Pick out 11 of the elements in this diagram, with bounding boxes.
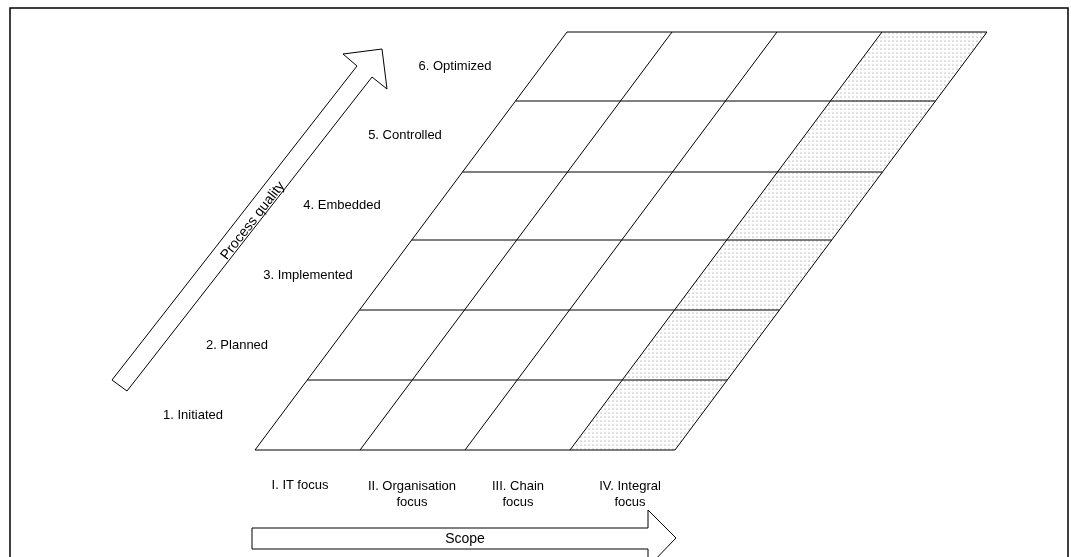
row-label: 3. Implemented [263, 267, 353, 283]
row-label: 2. Planned [205, 337, 269, 353]
column-label: IV. Integral focus [598, 478, 662, 510]
row-label: 5. Controlled [368, 127, 442, 143]
row-label: 6. Optimized [418, 58, 492, 74]
row-label: 1. Initiated [163, 407, 223, 423]
column-label: III. Chain focus [491, 478, 545, 510]
column-label: II. Organisation focus [366, 478, 458, 510]
row-label: 4. Embedded [303, 197, 381, 213]
axis-label: Scope [445, 530, 485, 546]
column-label: I. IT focus [271, 477, 329, 493]
